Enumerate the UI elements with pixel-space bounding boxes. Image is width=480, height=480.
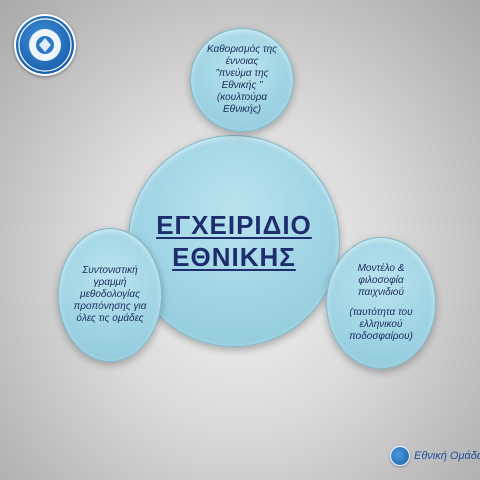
brand-footer: Εθνική Ομάδα [390, 446, 480, 466]
federation-emblem-icon [14, 14, 76, 76]
center-title-line2: ΕΘΝΙΚΗΣ [172, 242, 296, 272]
top-node-line: ”πνεύμα της [215, 68, 269, 79]
right-node-line: φιλοσοφία [358, 275, 404, 286]
left-node-line: μεθοδολογίας [80, 289, 140, 300]
brand-label: Εθνική Ομάδα [414, 450, 480, 462]
right-node-line: ποδοσφαίρου) [349, 331, 413, 342]
top-node: Καθορισμός της έννοιας ”πνεύμα της Εθνικ… [190, 28, 294, 132]
left-node-line: προπόνησης για [73, 301, 147, 312]
left-node-line: Συντονιστική [82, 265, 138, 276]
left-node: Συντονιστική γραμμή μεθοδολογίας προπόνη… [58, 228, 162, 362]
right-node-line: ελληνικού [359, 319, 403, 330]
right-node: Μοντέλο & φιλοσοφία παιχνιδιού (ταυτότητ… [326, 237, 436, 369]
top-node-line: Καθορισμός της [206, 44, 278, 55]
center-title-line1: ΕΓΧΕΙΡΙΔΙΟ [156, 210, 312, 240]
emblem-graphic [18, 18, 72, 72]
top-node-line: Εθνικής) [222, 104, 262, 115]
right-node-line: Μοντέλο & [357, 263, 405, 274]
left-node-line: όλες τις ομάδες [76, 313, 144, 324]
national-team-icon [390, 446, 410, 466]
center-node: ΕΓΧΕΙΡΙΔΙΟ ΕΘΝΙΚΗΣ [128, 135, 340, 347]
left-node-line: γραμμή [93, 277, 127, 288]
right-node-line: παιχνιδιού [357, 287, 404, 298]
top-node-line: Εθνικής ” [221, 80, 263, 91]
top-node-line: (κουλτούρα [216, 92, 268, 103]
right-node-line: (ταυτότητα του [349, 307, 413, 318]
top-node-line: έννοιας [225, 56, 259, 67]
